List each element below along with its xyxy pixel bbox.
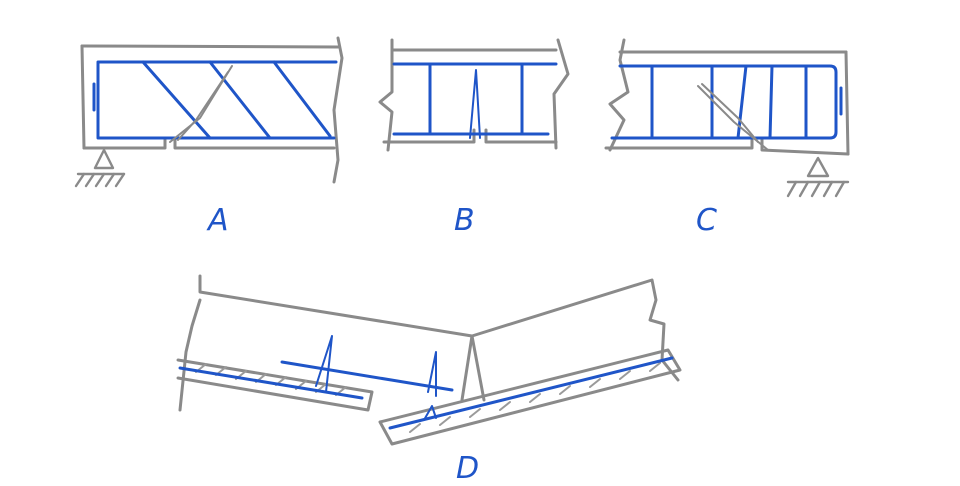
panel-d-left-reinforcement [178, 360, 454, 400]
panel-a-reinforcement [92, 60, 338, 140]
panel-a-pin-support [74, 148, 126, 188]
panel-c-label: C [696, 203, 717, 238]
panel-b-flexural-crack [469, 69, 481, 139]
panel-d: D [176, 274, 682, 486]
panel-c-shear-crack [697, 83, 769, 151]
panel-c-reinforcement [610, 64, 843, 140]
panel-a: A [74, 36, 344, 238]
panel-d-right-crack [423, 405, 437, 421]
panel-a-concrete-outline [80, 36, 344, 184]
panel-c-pin-support [786, 156, 850, 198]
panel-d-label: D [456, 451, 479, 486]
panel-d-left-cracks [315, 335, 437, 397]
panel-d-right-hatch [409, 362, 661, 433]
panel-d-right-reinforcement [388, 356, 674, 430]
panel-d-left-hatch [195, 363, 347, 396]
panel-b: B [378, 38, 570, 238]
panel-c: C [604, 38, 850, 238]
panel-b-label: B [454, 203, 475, 238]
panel-a-label: A [206, 203, 229, 238]
panel-a-shear-crack [169, 65, 233, 143]
panel-c-concrete-outline [604, 38, 850, 156]
panel-d-left-concrete [176, 274, 474, 412]
